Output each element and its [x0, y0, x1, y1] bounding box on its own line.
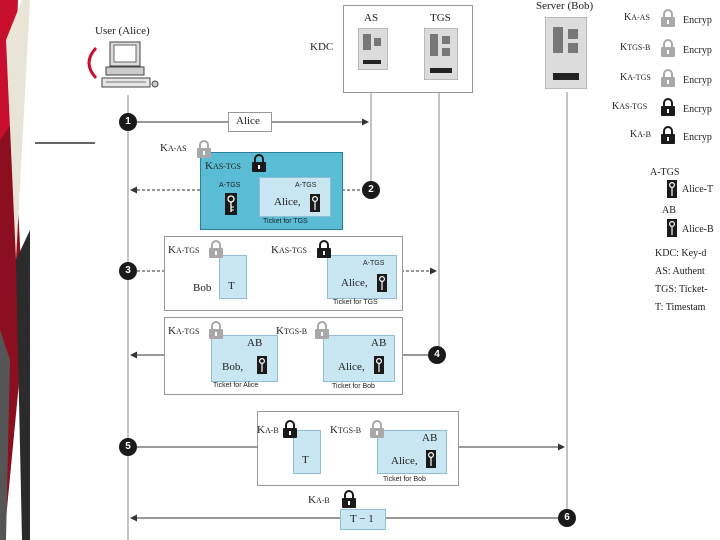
step5-key2: KTGS-B [330, 424, 362, 436]
step3-key2: KAS-TGS [271, 244, 307, 256]
step4-key1-lock-icon [209, 321, 223, 339]
legend-key-5-desc: Encryp [683, 132, 712, 143]
step3-key1: KA-TGS [168, 244, 200, 256]
step2-outer-key: KA-AS [160, 142, 187, 154]
step2-ticket-key-icon [310, 194, 320, 212]
step4-ticket1-key-icon [257, 356, 267, 374]
step4-ticket-alice [211, 335, 278, 382]
step-2-badge: 2 [362, 181, 380, 199]
step-5-badge: 5 [119, 438, 137, 456]
step2-ticket-caption: Ticket for TGS [263, 218, 308, 225]
step4-caption1: Ticket for Alice [213, 382, 259, 389]
step3-ticket-caption: Ticket for TGS [333, 299, 378, 306]
tgs-label: TGS [430, 12, 451, 24]
step-6-badge: 6 [558, 509, 576, 527]
legend-key-4-desc: Encryp [683, 104, 712, 115]
legend-key-1: KA-AS [624, 12, 650, 23]
legend-session-2-desc: Alice-B [682, 224, 714, 235]
step4-session1: AB [247, 337, 263, 349]
legend-abbrev-1: KDC: Key-d [655, 248, 707, 259]
step-1-badge: 1 [119, 113, 137, 131]
step2-session-key-icon [225, 193, 237, 215]
step3-ticket-session: A-TGS [363, 260, 385, 267]
step4-session2: AB [371, 337, 387, 349]
legend-abbrev-2: AS: Authent [655, 266, 705, 277]
bob-server-icon [545, 17, 587, 89]
step3-authenticator [219, 255, 247, 299]
step2-inner-lock-icon [252, 154, 266, 172]
legend-key-3: KA-TGS [620, 72, 651, 83]
step5-ticket-caption: Ticket for Bob [383, 476, 426, 483]
legend-key-2: KTGS-B [620, 42, 651, 53]
step1-message: Alice [228, 112, 272, 132]
step-4-badge: 4 [428, 346, 446, 364]
legend-lock-1-icon [661, 9, 675, 27]
step3-key2-lock-icon [317, 240, 331, 258]
legend-key-3-desc: Encryp [683, 75, 712, 86]
step3-ticket-key-icon [377, 274, 387, 292]
legend-session-1-desc: Alice-T [682, 184, 714, 195]
legend-lock-5-icon [661, 126, 675, 144]
step2-session-label: A-TGS [219, 182, 241, 189]
legend-lock-2-icon [661, 39, 675, 57]
step4-name1: Bob, [222, 361, 244, 373]
step3-ticket-name: Alice, [341, 277, 368, 289]
as-server-icon [358, 28, 388, 70]
step6-key: KA-B [308, 494, 330, 506]
legend-session-1-key-icon [667, 180, 677, 198]
legend-session-2-key-icon [667, 219, 677, 237]
server-label: Server (Bob) [536, 0, 594, 12]
legend-key-4: KAS-TGS [612, 101, 648, 112]
step2-inner-key: KAS-TGS [205, 160, 241, 172]
step5-ticket-name: Alice, [391, 455, 418, 467]
legend-abbrev-4: T: Timestam [655, 302, 706, 313]
step4-key1: KA-TGS [168, 325, 200, 337]
step2-outer-lock-icon [197, 140, 211, 158]
legend-abbrev-3: TGS: Ticket- [655, 284, 708, 295]
step4-ticket2-key-icon [374, 356, 384, 374]
step5-key1: KA-B [257, 424, 279, 436]
legend-lock-3-icon [661, 69, 675, 87]
computer-icon [101, 41, 159, 88]
step-3-badge: 3 [119, 262, 137, 280]
step2-ticket-session: A-TGS [295, 182, 317, 189]
step3-key1-lock-icon [209, 240, 223, 258]
step3-timestamp: T [228, 280, 235, 292]
kdc-label: KDC [310, 41, 334, 53]
step4-key2: KTGS-B [276, 325, 308, 337]
step5-session: AB [422, 432, 438, 444]
legend-session-1-label: A-TGS [650, 167, 680, 178]
as-label: AS [364, 12, 379, 24]
legend-key-2-desc: Encryp [683, 45, 712, 56]
legend-key-1-desc: Encryp [683, 15, 712, 26]
step5-key1-lock-icon [283, 420, 297, 438]
tgs-server-icon [424, 28, 458, 80]
step6-key-lock-icon [342, 490, 356, 508]
step6-message: T − 1 [340, 509, 386, 530]
step3-bob: Bob [193, 282, 212, 294]
step2-ticket-name: Alice, [274, 196, 301, 208]
legend-key-5: KA-B [630, 129, 652, 140]
step5-authenticator [293, 430, 321, 474]
user-label: User (Alice) [95, 25, 150, 37]
step5-key2-lock-icon [370, 420, 384, 438]
slide-decoration [0, 0, 30, 540]
legend-lock-4-icon [661, 98, 675, 116]
step4-caption2: Ticket for Bob [332, 383, 375, 390]
divider-line [35, 142, 95, 144]
step4-key2-lock-icon [315, 321, 329, 339]
step4-name2: Alice, [338, 361, 365, 373]
step5-timestamp: T [302, 454, 309, 466]
step5-ticket-key-icon [426, 450, 436, 468]
legend-session-2-label: AB [662, 205, 676, 216]
